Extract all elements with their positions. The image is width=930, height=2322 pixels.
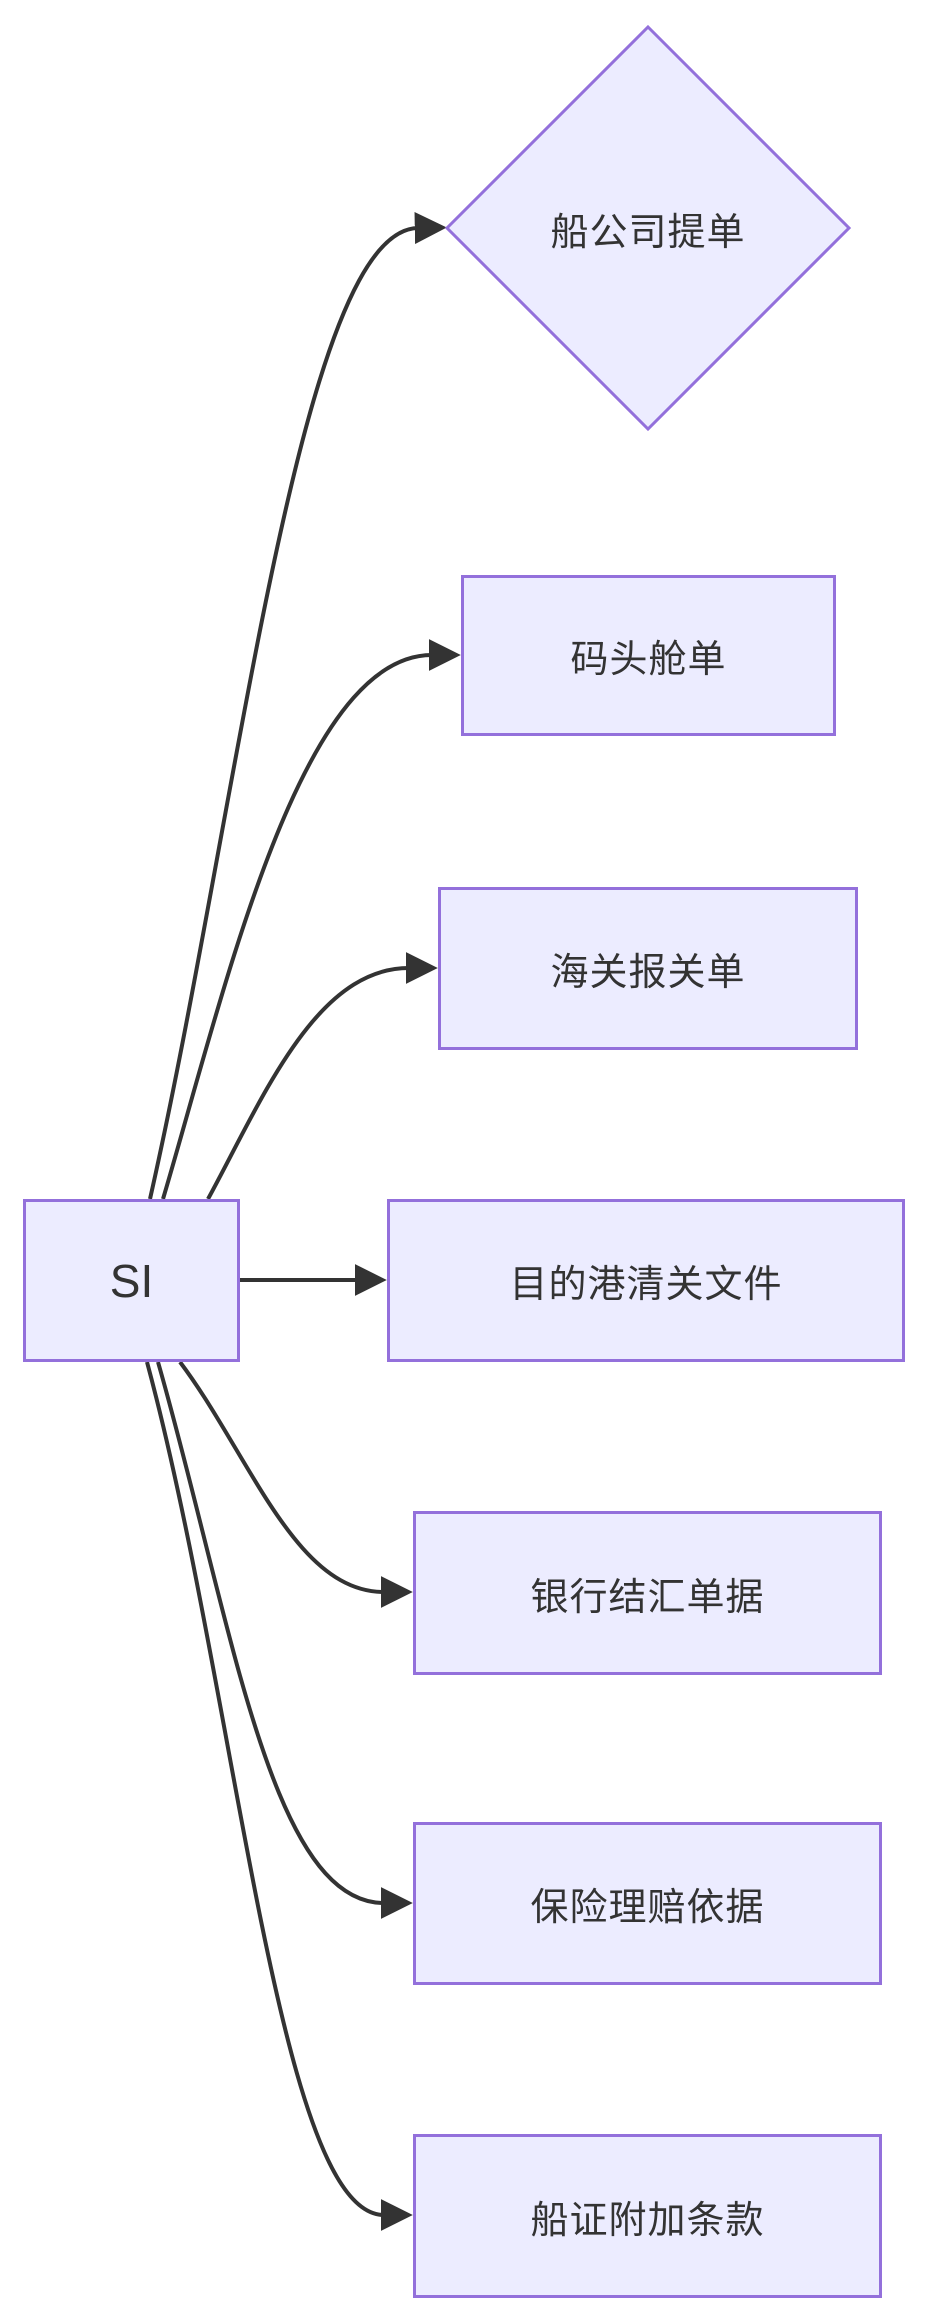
node-ship-cert-additional-clauses: 船证附加条款 <box>413 2134 882 2298</box>
node-bank-settlement-docs: 银行结汇单据 <box>413 1511 882 1675</box>
edge-si-to-ship-company-bl <box>148 212 447 1200</box>
edge-si-to-ship-cert-clauses <box>145 1361 413 2231</box>
node-customs-declaration: 海关报关单 <box>438 887 858 1050</box>
node-si-root-label: SI <box>109 1254 154 1307</box>
node-destination-port-clearance: 目的港清关文件 <box>387 1199 905 1362</box>
node-dock-manifest: 码头舱单 <box>461 575 836 736</box>
edge-si-to-insurance-claim <box>156 1361 413 1919</box>
node-insurance-claim-basis-label: 保险理赔依据 <box>530 1887 765 1929</box>
node-destination-port-clearance-label: 目的港清关文件 <box>509 1264 783 1306</box>
node-ship-company-bl-label: 船公司提单 <box>550 211 746 254</box>
node-insurance-claim-basis: 保险理赔依据 <box>413 1822 882 1985</box>
edge-si-to-bank-settlement <box>178 1360 413 1608</box>
node-ship-cert-additional-clauses-label: 船证附加条款 <box>530 2199 765 2242</box>
ship-company-bl-diamond-shape <box>444 24 852 432</box>
node-ship-company-bl: 船公司提单 <box>447 128 849 328</box>
node-customs-declaration-label: 海关报关单 <box>550 952 746 994</box>
edge-si-to-customs-declaration <box>206 952 438 1200</box>
edge-si-to-dock-manifest <box>161 639 461 1200</box>
node-dock-manifest-label: 码头舱单 <box>570 639 727 681</box>
node-si-root: SI <box>23 1199 240 1362</box>
node-bank-settlement-docs-label: 银行结汇单据 <box>530 1576 765 1619</box>
